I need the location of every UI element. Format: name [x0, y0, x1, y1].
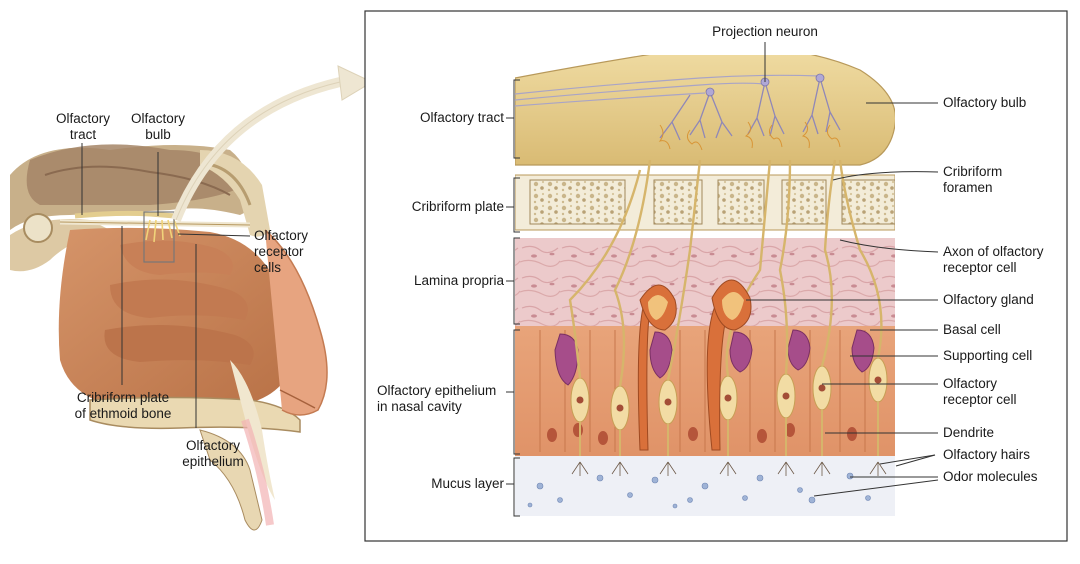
label-olfactory-bulb: Olfactory bulb — [943, 95, 1027, 110]
left-leader-lines — [81, 143, 251, 428]
label-olfactory-hairs: Olfactory hairs — [943, 447, 1031, 462]
label-olfactory-epithelium-left: Olfactory epithelium — [182, 438, 244, 469]
label-cribriform-plate: Cribriform plate — [411, 199, 504, 214]
label-supporting-cell: Supporting cell — [943, 348, 1033, 363]
label-basal-cell: Basal cell — [943, 322, 1001, 337]
label-olfactory-receptor-cell: Olfactory receptor cell — [943, 376, 1017, 407]
label-lamina-propria: Lamina propria — [413, 273, 504, 288]
tissue-section — [515, 55, 895, 518]
label-olfactory-bulb-left: Olfactory bulb — [130, 111, 185, 142]
label-olfactory-gland: Olfactory gland — [943, 292, 1034, 307]
label-cribriform-foramen: Cribriform foramen — [943, 164, 1003, 195]
label-olfactory-epithelium: Olfactory epithelium in nasal cavity — [377, 383, 497, 414]
label-olfactory-tract-left: Olfactory tract — [55, 111, 110, 142]
label-odor-molecules: Odor molecules — [943, 469, 1038, 484]
label-projection-neuron: Projection neuron — [712, 24, 818, 39]
label-olfactory-tract: Olfactory tract — [419, 110, 504, 125]
label-dendrite: Dendrite — [943, 425, 995, 440]
label-cribriform-plate-ethmoid: Cribriform plate of ethmoid bone — [74, 390, 172, 421]
label-axon: Axon of olfactory receptor cell — [943, 244, 1044, 275]
layer-brackets — [506, 79, 520, 517]
label-mucus-layer: Mucus layer — [431, 476, 504, 491]
label-olfactory-receptor-cells: Olfactory receptor cells — [254, 228, 309, 275]
right-leader-lines — [746, 42, 939, 497]
head-cross-section — [10, 65, 374, 531]
